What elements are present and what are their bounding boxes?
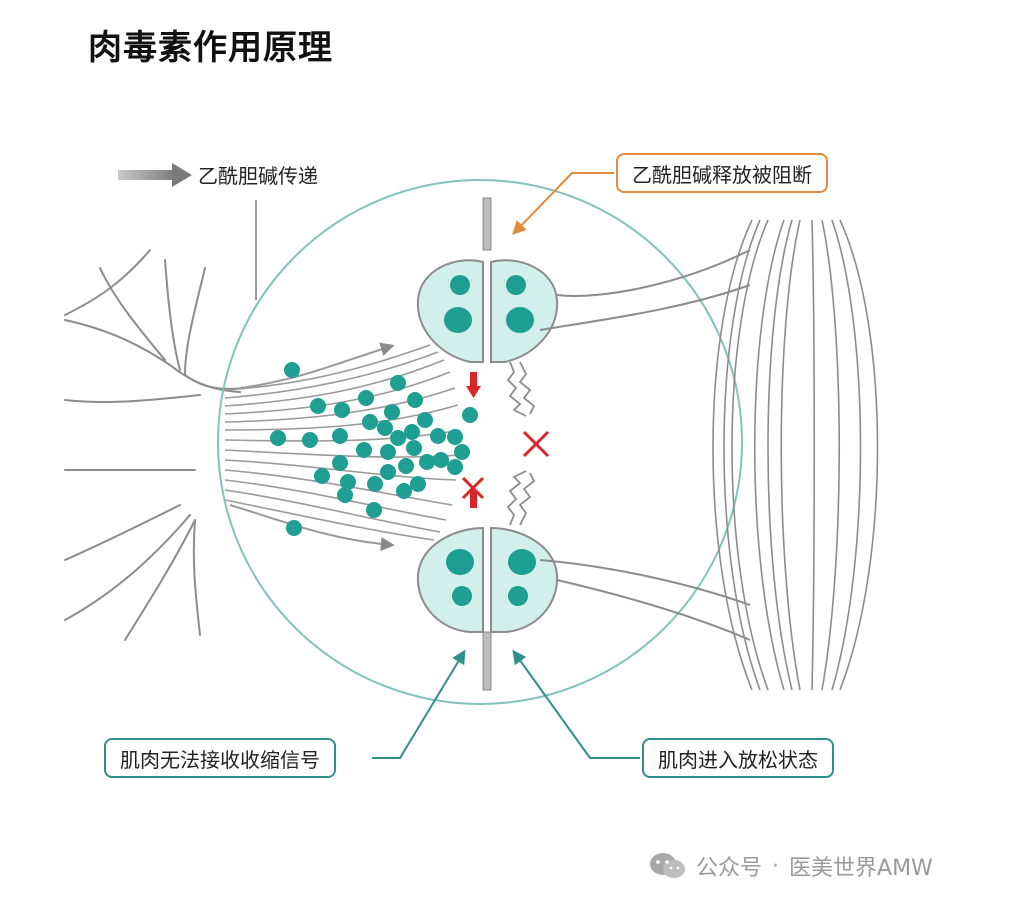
watermark-name: 医美世界AMW: [789, 856, 933, 881]
magnify-circle: [217, 179, 743, 705]
neuron-branches: [64, 249, 246, 641]
lower-terminal: [416, 526, 559, 633]
red-x-icon: [522, 430, 550, 458]
callout-relaxed: 肌肉进入放松状态: [642, 738, 834, 778]
acetylcholine-particles: [270, 362, 478, 536]
torn-membrane: [506, 361, 536, 526]
red-x-icon: [461, 476, 485, 508]
callout-no-signal: 肌肉无法接收收缩信号: [104, 738, 336, 778]
watermark: 公众号 · 医美世界AMW: [648, 850, 933, 882]
cleft-bar-top: [482, 197, 492, 251]
legend-label: 乙酰胆碱传递: [198, 164, 318, 188]
callout-arrow-no-signal: [372, 649, 466, 759]
watermark-prefix: 公众号: [696, 856, 763, 881]
watermark-separator: ·: [772, 853, 780, 879]
callout-arrow-relaxed: [512, 649, 640, 759]
gray-arrow-icon: [118, 163, 192, 187]
fiber-arrow-top: [239, 342, 395, 389]
muscle-connectors: [539, 249, 751, 641]
fiber-arrow-bottom: [229, 504, 395, 552]
page-title: 肉毒素作用原理: [88, 28, 333, 68]
wechat-icon: [650, 853, 685, 878]
upper-terminal: [416, 259, 559, 363]
callout-blocked-release: 乙酰胆碱释放被阻断: [616, 153, 828, 193]
muscle-bundle: [712, 219, 879, 691]
callout-arrow-blocked: [512, 172, 614, 236]
cleft-bar-bottom: [482, 631, 492, 691]
red-arrow-icon: [466, 372, 481, 398]
